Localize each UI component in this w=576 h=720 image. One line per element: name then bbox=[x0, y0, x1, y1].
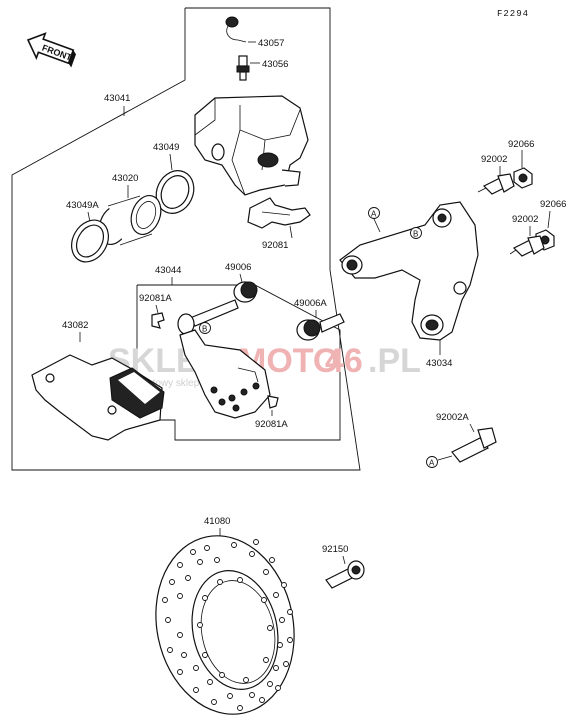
callout-43057: 43057 bbox=[258, 38, 284, 49]
boot-49006 bbox=[233, 281, 258, 303]
ref-mark-a2: A bbox=[426, 456, 438, 468]
caliper-assembly-frame bbox=[11, 7, 361, 471]
callout-92002-bottom: 92002 bbox=[512, 214, 538, 225]
callout-43049A: 43049A bbox=[66, 200, 99, 211]
disc-holes bbox=[162, 539, 293, 711]
callout-43044: 43044 bbox=[155, 265, 181, 276]
callout-41080: 41080 bbox=[204, 516, 230, 527]
ref-mark-a1-label: A bbox=[371, 210, 377, 219]
ref-mark-b2: B bbox=[410, 227, 422, 239]
caliper-body bbox=[194, 95, 309, 196]
bolt-92002-bottom bbox=[509, 235, 545, 257]
ref-mark-a2-label: A bbox=[429, 459, 435, 468]
bolt-92002A bbox=[451, 427, 497, 463]
figure-code: F2294 bbox=[497, 9, 529, 19]
disc-bolt-92150 bbox=[325, 560, 365, 589]
bleeder-cap-43057 bbox=[225, 16, 247, 43]
bolt-92002-top bbox=[477, 173, 515, 195]
callout-43034: 43034 bbox=[426, 358, 452, 369]
callout-92066-bottom: 92066 bbox=[540, 199, 566, 210]
seal-43049 bbox=[155, 170, 195, 214]
brake-pads-43082 bbox=[31, 354, 165, 441]
clip-92081A-top bbox=[151, 312, 165, 329]
callout-43082: 43082 bbox=[62, 320, 88, 331]
callout-92081A-bottom: 92081A bbox=[255, 419, 288, 430]
callout-43056: 43056 bbox=[262, 59, 288, 70]
bleeder-valve-43056 bbox=[236, 55, 250, 81]
caliper-bracket bbox=[179, 329, 271, 419]
ref-mark-a1: A bbox=[368, 207, 380, 219]
ref-mark-b1-label: B bbox=[202, 325, 207, 334]
ref-mark-b2-label: B bbox=[413, 230, 418, 239]
callout-49006A: 49006A bbox=[294, 298, 327, 309]
clip-92081A-bottom bbox=[267, 395, 279, 409]
callout-92081A-top: 92081A bbox=[139, 293, 172, 304]
front-arrow: FRONT bbox=[26, 32, 77, 68]
callout-92002-top: 92002 bbox=[481, 154, 507, 165]
seal-43049A bbox=[71, 219, 109, 263]
nut-92066-top bbox=[513, 167, 533, 189]
callout-92150: 92150 bbox=[322, 544, 348, 555]
callout-92002A: 92002A bbox=[436, 412, 469, 423]
watermark: SKLEP MOTO 46 .PL internetowy sklep moto… bbox=[108, 342, 421, 389]
callout-43049: 43049 bbox=[153, 142, 179, 153]
boot-49006A bbox=[296, 313, 345, 341]
watermark-part3: 46 bbox=[325, 342, 363, 380]
brake-disc-41080 bbox=[155, 535, 295, 715]
watermark-part4: .PL bbox=[368, 342, 421, 380]
torque-arm-43034 bbox=[339, 201, 479, 341]
callout-43041: 43041 bbox=[104, 93, 130, 104]
pad-spring-92081 bbox=[247, 197, 311, 229]
watermark-tagline: internetowy sklep motocyklowy bbox=[122, 378, 259, 389]
ref-mark-b1: B bbox=[199, 322, 211, 334]
slide-pin bbox=[177, 299, 239, 335]
callout-92081: 92081 bbox=[262, 240, 288, 251]
callout-49006: 49006 bbox=[225, 262, 251, 273]
callout-92066-top: 92066 bbox=[508, 139, 534, 150]
callout-43020: 43020 bbox=[112, 173, 138, 184]
